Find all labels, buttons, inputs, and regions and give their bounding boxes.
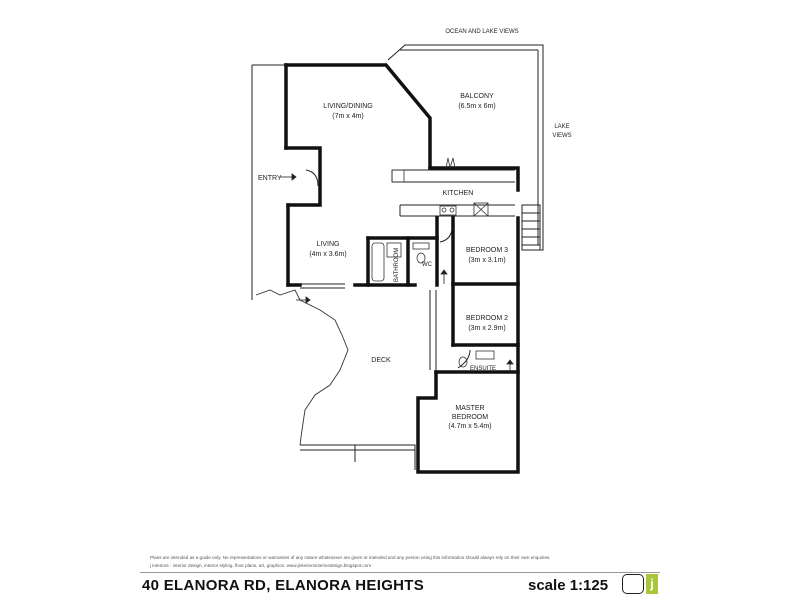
bathroom-label: BATHROOM — [394, 248, 400, 282]
deck-arrowhead — [305, 296, 311, 304]
bed3-door-swing — [439, 229, 453, 243]
deck-outline — [300, 444, 416, 470]
scale-label: scale 1:125 — [528, 577, 609, 594]
toilet — [416, 252, 426, 264]
living-dining-size: (7m x 4m) — [332, 113, 364, 120]
property-address: 40 ELANORA RD, ELANORA HEIGHTS — [142, 577, 425, 594]
entry-arrowhead — [291, 173, 297, 181]
balcony-size: (6.5m x 6m) — [458, 103, 495, 110]
floor-plan: OCEAN AND LAKE VIEWS LAKE VIEWS ENTRY LI… — [251, 29, 572, 474]
entry-door-swing — [305, 169, 319, 187]
bedroom3-size: (3m x 3.1m) — [468, 257, 505, 264]
master-name-2: BEDROOM — [452, 414, 488, 421]
ensuite-label: ENSUITE — [470, 366, 496, 372]
wall-north — [284, 63, 432, 170]
wall-master — [416, 370, 520, 474]
wc-label: WC — [422, 262, 433, 268]
sink — [473, 202, 489, 217]
footer-divider — [140, 572, 660, 573]
brand-j-badge: j — [646, 574, 658, 594]
living-name: LIVING — [317, 241, 340, 248]
ensuite-vanity — [475, 350, 495, 360]
burner — [449, 207, 455, 213]
ensuite-door-swing — [457, 349, 471, 369]
living-dining-name: LIVING/DINING — [323, 103, 372, 110]
views-side-label-2: VIEWS — [552, 133, 571, 139]
deck-rock-outline — [255, 289, 349, 446]
fixtures — [371, 157, 495, 368]
cooktop — [439, 205, 457, 216]
disclaimer-text: Plans are intended as a guide only. No r… — [150, 555, 551, 560]
living-size: (4m x 3.6m) — [309, 251, 346, 258]
thick-walls — [284, 63, 520, 474]
bedroom3-name: BEDROOM 3 — [466, 247, 508, 254]
balcony-name: BALCONY — [460, 93, 494, 100]
ensuite-toilet — [458, 356, 468, 368]
shower — [386, 242, 402, 258]
bedroom2-name: BEDROOM 2 — [466, 315, 508, 322]
thin-walls — [251, 44, 544, 470]
kitchen-label: KITCHEN — [443, 190, 474, 197]
bedroom2-size: (3m x 2.9m) — [468, 325, 505, 332]
fridge — [391, 169, 405, 183]
wall-entry-west — [284, 146, 322, 207]
hall-arrowhead — [440, 269, 448, 275]
wall-kitchen-north — [428, 166, 520, 192]
views-side-label-1: LAKE — [554, 124, 569, 130]
fireplace — [445, 157, 456, 169]
balcony-stairs — [521, 204, 541, 251]
burner — [441, 207, 447, 213]
deck-label: DECK — [371, 357, 391, 364]
views-top-label: OCEAN AND LAKE VIEWS — [445, 29, 518, 35]
ensuite-arrowhead — [506, 359, 514, 365]
sink-cross — [473, 202, 489, 217]
master-size: (4.7m x 5.4m) — [448, 423, 491, 430]
bathtub — [371, 242, 385, 282]
vanity — [412, 242, 430, 250]
master-name-1: MASTER — [455, 405, 484, 412]
brand-logo-icon — [622, 574, 644, 594]
arrows — [280, 173, 514, 372]
entry-label: ENTRY — [258, 175, 282, 182]
credit-text: j interiors - interior design, interior … — [150, 563, 372, 568]
